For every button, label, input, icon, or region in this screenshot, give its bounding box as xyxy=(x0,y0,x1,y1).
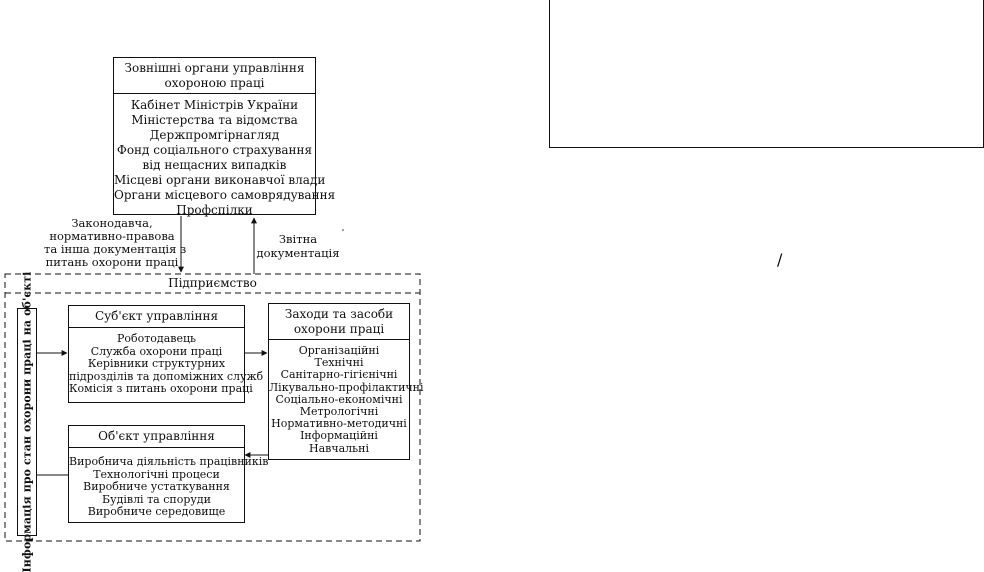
object-item: Технологічні процеси xyxy=(93,467,220,481)
subject-item: Комісія з питань охорони праці xyxy=(69,382,253,395)
external-bodies-list: Кабінет Міністрів України Міністерства т… xyxy=(114,94,336,218)
object-item: Виробниче устаткування xyxy=(83,480,230,493)
object-item: Виробниче середовище xyxy=(87,505,226,518)
subject-title: Суб'єкт управління xyxy=(69,306,244,328)
measures-item: Метрологічні xyxy=(299,405,379,419)
external-item: Місцеві органи виконавчої влади xyxy=(114,173,326,187)
subject-list: Роботодавець Служба охорони праці Керівн… xyxy=(69,328,264,396)
enterprise-frame xyxy=(4,273,421,542)
subject-item: Служба охорони праці xyxy=(90,344,223,358)
stray-dot xyxy=(342,229,344,231)
info-status-sidebar: Інформація про стан охорони праці на об'… xyxy=(17,272,37,572)
measures-item: Організаційні xyxy=(298,344,380,357)
subject-item: Роботодавець xyxy=(116,332,197,345)
measures-item: Соціально-економічні xyxy=(275,392,403,406)
external-item: Фонд соціального страхування xyxy=(116,143,313,157)
measures-box: Заходи та засоби охорони праці Організац… xyxy=(268,303,424,460)
subject-item: підрозділів та допоміжних служб xyxy=(69,369,264,383)
stray-slash-mark: / xyxy=(777,250,783,269)
measures-list: Організаційні Технічні Санітарно-гігієні… xyxy=(269,340,424,455)
measures-item: Нормативно-методичні xyxy=(271,417,407,431)
measures-item: Лікувально-профілактичні xyxy=(269,380,424,394)
external-bodies-title: Зовнішні органи управління охороною прац… xyxy=(114,58,315,94)
measures-item: Інформаційні xyxy=(300,429,378,443)
measures-title: Заходи та засоби охорони праці xyxy=(269,304,409,340)
object-box: Об'єкт управління Виробнича діяльність п… xyxy=(68,425,269,523)
object-list: Виробнича діяльність працівників Техноло… xyxy=(69,448,269,519)
external-item: Кабінет Міністрів України xyxy=(130,98,299,112)
measures-item: Навчальні xyxy=(308,441,369,455)
reporting-up-label: Звітна документація xyxy=(256,232,340,260)
subject-item: Керівники структурних xyxy=(87,357,226,370)
object-title: Об'єкт управління xyxy=(69,426,244,448)
measures-item: Технічні xyxy=(314,356,364,370)
external-bodies-box: Зовнішні органи управління охороною прац… xyxy=(113,57,336,218)
empty-box xyxy=(549,0,984,148)
external-item: Міністерства та відомства xyxy=(131,113,298,127)
documentation-down-label: Законодавча, нормативно-правова та інша … xyxy=(44,216,187,269)
diagram-connectors xyxy=(4,216,421,542)
object-item: Виробнича діяльність працівників xyxy=(69,455,269,468)
external-item: від нещасних випадків xyxy=(142,158,287,172)
info-status-label: Інформація про стан охорони праці на об'… xyxy=(20,271,34,572)
measures-item: Санітарно-гігієнічні xyxy=(280,368,398,382)
external-item: Держпромгірнагляд xyxy=(149,128,280,142)
external-item: Профспілки xyxy=(176,203,253,217)
enterprise-title: Підприємство xyxy=(168,276,257,290)
external-item: Органи місцевого самоврядування xyxy=(114,188,336,202)
object-item: Будівлі та споруди xyxy=(102,492,211,506)
subject-box: Суб'єкт управління Роботодавець Служба о… xyxy=(68,305,264,403)
